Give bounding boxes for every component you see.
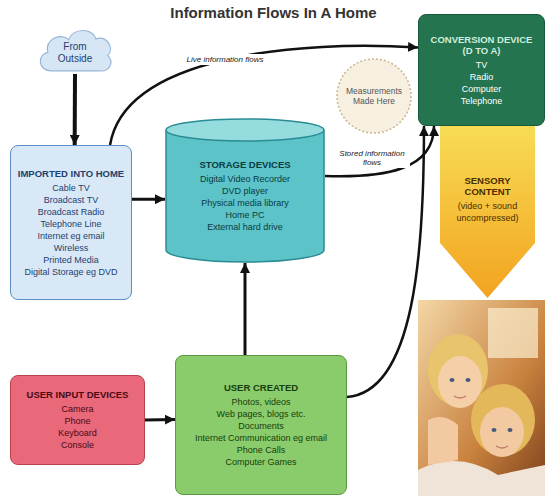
hand bbox=[428, 417, 458, 465]
box-heading: IMPORTED INTO HOME bbox=[15, 168, 127, 179]
sensory-arrow-outline bbox=[440, 126, 535, 298]
box-text: Telephone Line bbox=[15, 218, 127, 230]
box-text: Physical media library bbox=[171, 197, 319, 209]
box-text: Internet Communication eg email bbox=[180, 432, 342, 444]
mouth bbox=[454, 396, 466, 398]
flow-arrow bbox=[325, 126, 434, 176]
face bbox=[438, 356, 482, 408]
box-text: Measurements Made Here bbox=[340, 86, 408, 107]
box-text: TV bbox=[425, 59, 538, 71]
box-text: Computer Games bbox=[180, 456, 342, 468]
flow-label: Live information flows bbox=[185, 54, 266, 65]
box-text: From Outside bbox=[49, 41, 101, 65]
process-box: IMPORTED INTO HOME Cable TVBroadcast TVBr… bbox=[10, 145, 132, 300]
box-heading: USER INPUT DEVICES bbox=[15, 389, 140, 400]
children-photo bbox=[418, 300, 545, 496]
eye bbox=[508, 428, 513, 432]
box-text: Printed Media bbox=[15, 254, 127, 266]
box-text: Web pages, blogs etc. bbox=[180, 408, 342, 420]
box-text: Wireless bbox=[15, 242, 127, 254]
box-text: Broadcast TV bbox=[15, 194, 127, 206]
process-box: USER CREATED Photos, videosWeb pages, blo… bbox=[175, 355, 347, 495]
box-heading: USER CREATED bbox=[180, 382, 342, 393]
flow-label: Stored information flows bbox=[334, 148, 410, 168]
box-text: Console bbox=[15, 439, 140, 451]
flow-arrow bbox=[132, 198, 165, 201]
flow-arrow bbox=[145, 418, 175, 422]
box-text: Cable TV bbox=[15, 182, 127, 194]
eye bbox=[466, 378, 471, 382]
clothing bbox=[418, 461, 545, 496]
box-text: Broadcast Radio bbox=[15, 206, 127, 218]
box-text: Digital Video Recorder bbox=[171, 173, 319, 185]
photo-background bbox=[418, 300, 545, 496]
box-text: Camera bbox=[15, 403, 140, 415]
mouth bbox=[496, 446, 508, 448]
flow-arrow bbox=[110, 46, 418, 145]
box-text: Radio bbox=[425, 71, 538, 83]
face bbox=[480, 407, 524, 457]
eye bbox=[450, 378, 455, 382]
storage-cylinder: STORAGE DEVICES Digital Video RecorderDVD… bbox=[165, 118, 325, 263]
source-cloud: From Outside bbox=[35, 26, 115, 74]
box-text: Keyboard bbox=[15, 427, 140, 439]
box-text: Digital Storage eg DVD bbox=[15, 266, 127, 278]
box-heading: STORAGE DEVICES bbox=[171, 159, 319, 170]
box-text: External hard drive bbox=[171, 221, 319, 233]
box-text: Telephone bbox=[425, 95, 538, 107]
box-text: DVD player bbox=[171, 185, 319, 197]
hair bbox=[471, 384, 535, 456]
window-light bbox=[488, 308, 538, 358]
sensory-arrow: SENSORY CONTENT (video + sound uncompress… bbox=[440, 126, 535, 298]
eye bbox=[492, 428, 497, 432]
flow-arrow bbox=[73, 74, 77, 145]
box-heading: SENSORY CONTENT bbox=[446, 175, 529, 197]
measurement-circle: Measurements Made Here bbox=[336, 58, 412, 134]
box-heading: CONVERSION DEVICE (D TO A) bbox=[425, 34, 538, 56]
box-text: Home PC bbox=[171, 209, 319, 221]
process-box: USER INPUT DEVICES CameraPhoneKeyboardCon… bbox=[10, 375, 145, 465]
box-text: Photos, videos bbox=[180, 396, 342, 408]
box-text: Computer bbox=[425, 83, 538, 95]
box-text: Documents bbox=[180, 420, 342, 432]
box-text: Phone Calls bbox=[180, 444, 342, 456]
box-text: Phone bbox=[15, 415, 140, 427]
flow-arrow bbox=[244, 263, 247, 355]
process-box: CONVERSION DEVICE (D TO A) TVRadioCompute… bbox=[418, 14, 545, 126]
box-text: Internet eg email bbox=[15, 230, 127, 242]
box-text: (video + sound uncompressed) bbox=[446, 200, 529, 224]
